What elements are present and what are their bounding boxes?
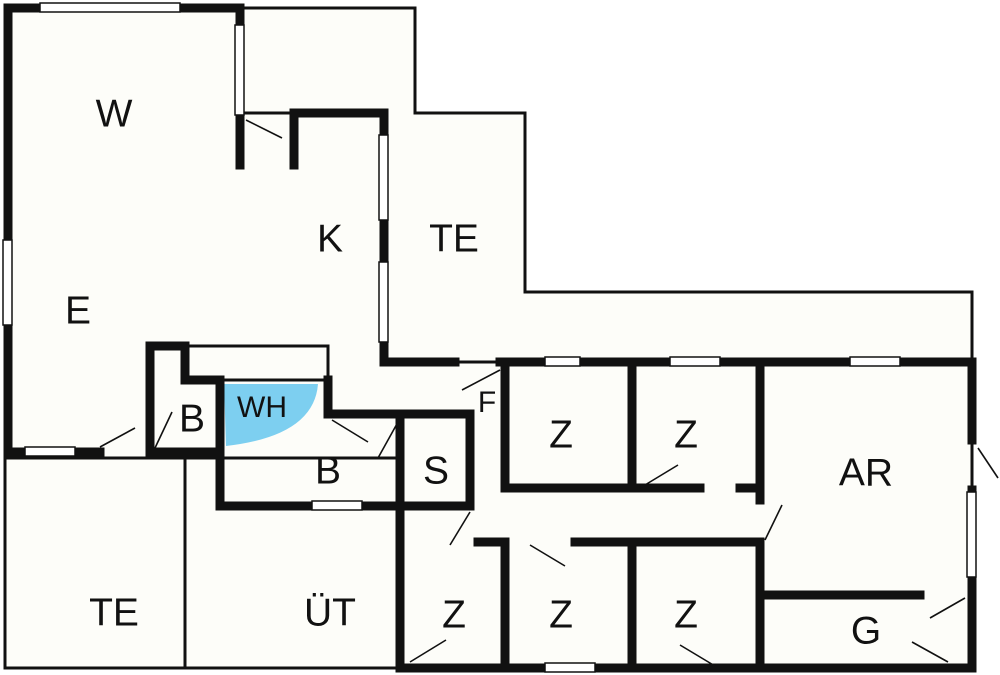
room-label-z5: Z [674, 593, 698, 636]
room-label-f: F [478, 386, 496, 419]
terrace-lower [3, 456, 187, 670]
window [378, 134, 389, 221]
window [544, 662, 596, 673]
room-label-k: K [317, 217, 343, 260]
window [669, 356, 721, 367]
door [977, 447, 999, 479]
door [449, 511, 471, 546]
room-label-b: B [315, 449, 341, 492]
window [544, 356, 581, 367]
room-label-wh: WH [237, 391, 287, 424]
door [154, 411, 173, 449]
room-label-e: E [65, 289, 91, 332]
room-label-g: G [851, 609, 881, 652]
window [966, 491, 977, 578]
whirlpool-shape [224, 384, 318, 446]
door [529, 544, 566, 567]
door [929, 597, 966, 619]
door [461, 369, 501, 391]
room-label-te-lower: TE [89, 591, 139, 634]
wall-room-row-north [495, 357, 977, 445]
room-label-ar: AR [839, 451, 893, 494]
room-labels: W E K TE B WH F B S Z Z AR TE ÜT Z Z Z G [65, 92, 893, 652]
room-label-z3: Z [442, 593, 466, 636]
window [24, 446, 76, 457]
terrace-upper [238, 6, 974, 364]
door [377, 421, 399, 459]
door [331, 419, 369, 443]
room-label-s: S [423, 449, 449, 492]
doors [99, 119, 999, 667]
window [2, 239, 13, 326]
room-label-ut: ÜT [304, 591, 356, 634]
door [409, 639, 447, 663]
room-label-z2: Z [674, 413, 698, 456]
room-label-z4: Z [549, 593, 573, 636]
door [99, 427, 136, 448]
wall-z1 [500, 357, 637, 493]
door [764, 504, 783, 541]
room-label-te-upper: TE [429, 217, 479, 260]
walls [3, 3, 977, 673]
door [639, 464, 679, 489]
wall-bath-west [145, 341, 225, 457]
room-label-z1: Z [549, 413, 573, 456]
windows [2, 2, 977, 673]
door [679, 644, 716, 667]
room-label-w: W [96, 92, 133, 135]
window [849, 356, 901, 367]
floor-areas [3, 3, 974, 670]
window [378, 261, 389, 343]
window [234, 24, 245, 116]
wall-wh-east [323, 375, 475, 511]
wall-k-north [289, 108, 460, 367]
door [911, 641, 949, 663]
door [245, 119, 283, 139]
room-label-b-small: B [179, 397, 205, 440]
window [311, 500, 363, 511]
window [39, 2, 181, 13]
